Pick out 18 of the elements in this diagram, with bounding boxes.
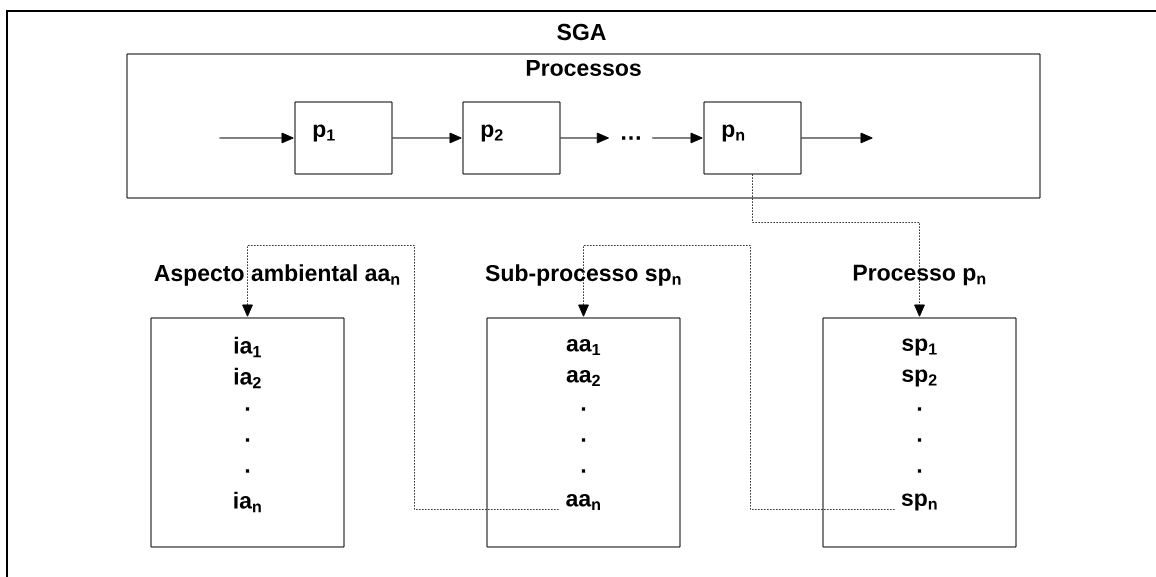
process-box: p$_{n}$: [703, 101, 802, 175]
connector-arrow: [752, 174, 925, 317]
process-box: p$_{1}$: [294, 101, 393, 175]
list-box: Aspecto ambiental aa$_{n}$ ia$_{1}$ ia$_{2}$ . . . ia$_{n}$: [150, 264, 400, 548]
list-box: Sub-processo sp$_{n}$ aa$_{1}$ aa$_{2}$ . . . aa$_{n}$: [485, 264, 681, 548]
process-box: p$_{2}$: [462, 101, 561, 175]
node-label: Sub-processo sp$_{n}$: [485, 264, 681, 286]
connector-arrow: [560, 132, 609, 144]
list-box: Processo p$_{n}$ sp$_{1}$ sp$_{2}$ . . . sp$_{n}$: [822, 264, 1017, 548]
ellipsis: …: [622, 136, 640, 140]
connector-arrow: [578, 245, 895, 510]
connector-arrow: [651, 132, 703, 144]
connector-arrow: [801, 132, 873, 144]
connector-arrow: [219, 132, 294, 144]
connector-arrow: [242, 245, 559, 510]
connector-arrow: [392, 132, 462, 144]
node-label: Processo p$_{n}$: [853, 264, 986, 286]
node-label: Aspecto ambiental aa$_{n}$: [154, 264, 400, 286]
